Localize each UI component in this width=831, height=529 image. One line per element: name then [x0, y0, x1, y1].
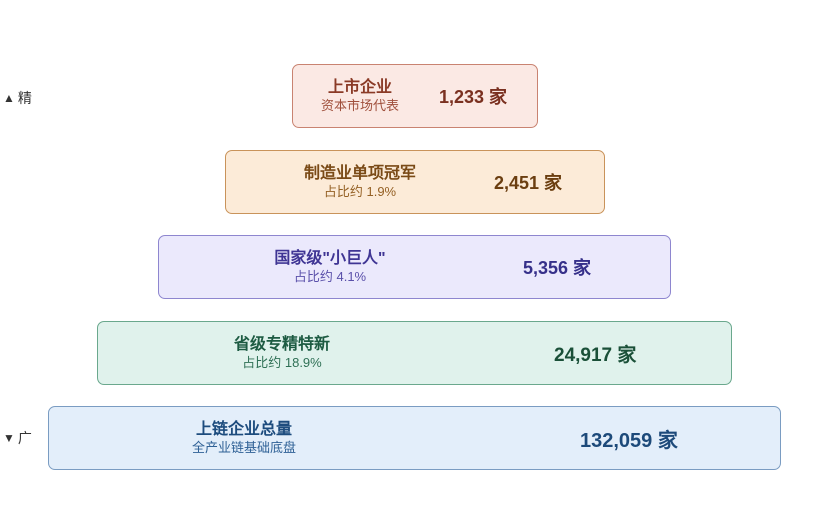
tier-text: 上链企业总量 全产业链基础底盘	[49, 420, 439, 456]
tier-name: 省级专精特新	[233, 335, 330, 353]
tier-count: 5,356 家	[523, 258, 592, 278]
axis-top-text: 精	[17, 90, 32, 106]
tier-count: 132,059 家	[580, 429, 678, 452]
tier-text: 上市企业 资本市场代表	[293, 78, 427, 114]
tier-national-little-giants[interactable]: 国家级"小巨人" 占比约 4.1% 5,356 家	[158, 235, 671, 299]
axis-top-label: ▲ 精	[3, 91, 32, 105]
tier-subtitle: 占比约 1.9%	[323, 183, 397, 199]
tier-name: 上链企业总量	[195, 420, 292, 438]
tier-total-chain-companies[interactable]: 上链企业总量 全产业链基础底盘 132,059 家	[48, 406, 781, 470]
tier-name: 上市企业	[327, 78, 392, 96]
tier-subtitle: 占比约 18.9%	[242, 354, 322, 370]
tier-manufacturing-champions[interactable]: 制造业单项冠军 占比约 1.9% 2,451 家	[225, 150, 605, 214]
tier-count: 24,917 家	[554, 344, 637, 366]
up-arrow-icon: ▲	[3, 91, 15, 105]
tier-text: 省级专精特新 占比约 18.9%	[98, 335, 466, 371]
tier-count: 2,451 家	[494, 173, 563, 193]
down-arrow-icon: ▼	[3, 431, 15, 445]
tier-subtitle: 资本市场代表	[320, 97, 399, 113]
tier-name: 制造业单项冠军	[303, 164, 416, 182]
tier-name: 国家级"小巨人"	[274, 249, 386, 267]
axis-bottom-text: 广	[17, 430, 32, 446]
tier-count: 1,233 家	[439, 87, 508, 107]
axis-bottom-label: ▼ 广	[3, 431, 32, 445]
tier-subtitle: 全产业链基础底盘	[191, 439, 296, 455]
tier-text: 国家级"小巨人" 占比约 4.1%	[159, 249, 501, 285]
tier-provincial-specialized[interactable]: 省级专精特新 占比约 18.9% 24,917 家	[97, 321, 732, 385]
tier-listed-companies[interactable]: 上市企业 资本市场代表 1,233 家	[292, 64, 538, 128]
tier-text: 制造业单项冠军 占比约 1.9%	[226, 164, 494, 200]
tier-subtitle: 占比约 4.1%	[293, 268, 367, 284]
